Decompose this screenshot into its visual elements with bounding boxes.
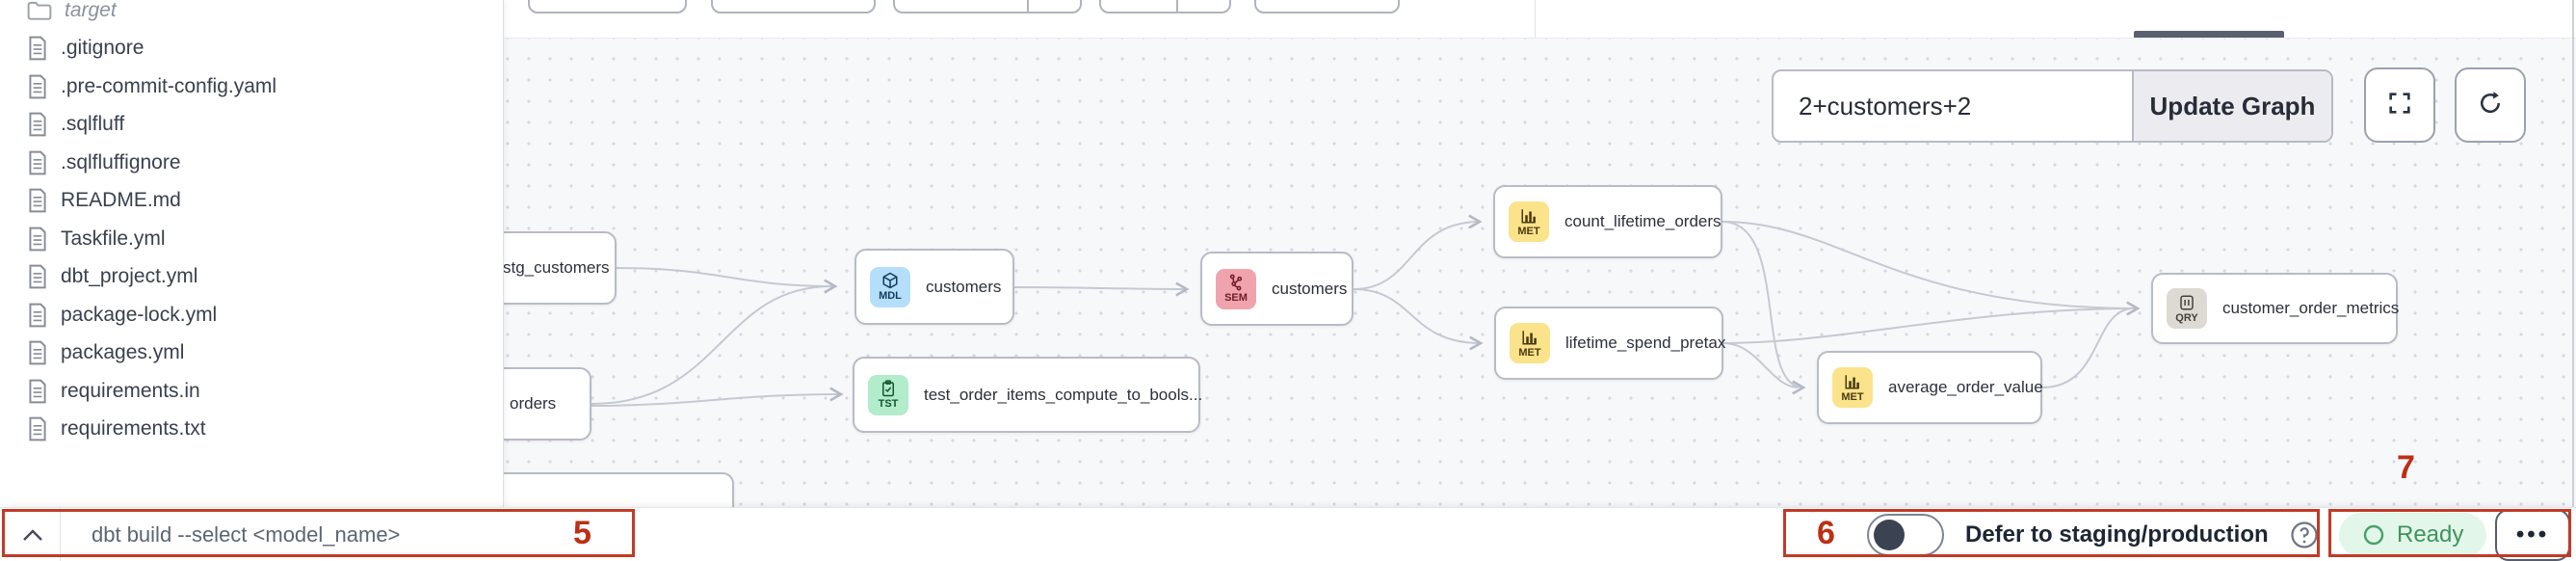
node-label: customer_order_metrics (2222, 299, 2400, 317)
defer-toggle[interactable] (1867, 514, 1944, 556)
file-row[interactable]: package-lock.yml (0, 296, 503, 334)
lineage-node-customers-model[interactable]: MDL customers (854, 249, 1014, 325)
file-row[interactable]: .sqlfluff (0, 106, 503, 145)
lineage-selector-input[interactable]: 2+customers+2 (1774, 71, 2132, 141)
node-label: lifetime_spend_pretax (1565, 334, 1726, 352)
lineage-node-average-order-value[interactable]: MET average_order_value (1817, 351, 2043, 424)
chevron-up-icon (23, 529, 42, 541)
semantic-graph-icon: SEM (1216, 268, 1256, 309)
file-icon (29, 416, 46, 441)
node-label: stg_customers (503, 258, 610, 277)
file-row[interactable]: dbt_project.yml (0, 258, 503, 297)
command-input[interactable]: dbt build --select <model_name> (92, 522, 401, 547)
file-row[interactable]: .gitignore (0, 30, 503, 68)
file-icon (29, 379, 46, 404)
refresh-button[interactable] (2455, 67, 2526, 143)
file-row-target-folder[interactable]: target (0, 0, 503, 30)
fullscreen-button[interactable] (2364, 67, 2435, 143)
node-label: customers (1272, 279, 1348, 298)
file-icon (29, 150, 46, 175)
collapse-command-bar-button[interactable] (13, 508, 52, 561)
lineage-node-count-lifetime-orders[interactable]: MET count_lifetime_orders (1493, 185, 1722, 258)
node-label: test_order_items_compute_to_bools... (924, 385, 1203, 404)
status-badge-ready[interactable]: Ready (2339, 513, 2487, 557)
edge-semantic-to-count (1353, 214, 1483, 290)
edge-average-to-metrics (2041, 307, 2133, 388)
query-icon: QRY (2167, 288, 2207, 329)
status-circle-icon (2363, 524, 2384, 546)
file-icon (29, 74, 46, 99)
defer-control-group: Defer to staging/production (1867, 508, 2319, 561)
toggle-knob (1874, 520, 1905, 550)
metric-chart-icon: MET (1510, 323, 1550, 363)
help-icon[interactable] (2290, 521, 2319, 549)
node-label: orders (510, 394, 557, 413)
update-graph-button[interactable]: Update Graph (2132, 71, 2331, 141)
lineage-node-customer-order-metrics[interactable]: QRY customer_order_metrics (2151, 273, 2400, 344)
node-label: customers (926, 277, 1002, 296)
file-row[interactable]: .pre-commit-config.yaml (0, 67, 503, 106)
edge-lifetime-to-metrics (1722, 307, 2132, 344)
edge-lifetime-to-average (1722, 342, 1799, 388)
overflow-menu-button[interactable]: ••• (2495, 509, 2570, 561)
edge-semantic-to-lifetime (1353, 288, 1484, 351)
file-list: target .gitignore .pre-commit-config.yam… (0, 0, 503, 448)
metric-chart-icon: MET (1509, 201, 1549, 242)
metric-chart-icon: MET (1832, 367, 1873, 408)
file-row[interactable]: packages.yml (0, 334, 503, 373)
lineage-node-lifetime-spend-pretax[interactable]: MET lifetime_spend_pretax (1494, 307, 1726, 380)
panel-right-edge (2572, 0, 2574, 561)
edge-count-to-metrics (1722, 221, 2141, 316)
file-row[interactable]: .sqlfluffignore (0, 144, 503, 182)
toolbar-button-divider (1027, 0, 1029, 13)
selector-value: 2+customers+2 (1799, 91, 1972, 120)
file-icon (29, 340, 46, 365)
toolbar-section-divider (1535, 0, 1536, 38)
file-row[interactable]: requirements.in (0, 372, 503, 411)
file-explorer-sidebar: target .gitignore .pre-commit-config.yam… (0, 0, 504, 507)
file-row[interactable]: Taskfile.yml (0, 220, 503, 258)
edge-stg-customers-to-customers (616, 267, 838, 294)
toolbar-cutoff-button[interactable] (1099, 0, 1231, 13)
lineage-selector-group: 2+customers+2 Update Graph (1772, 69, 2333, 143)
toolbar-cutoff-button[interactable] (893, 0, 1082, 13)
folder-icon (27, 1, 52, 20)
defer-label: Defer to staging/production (1965, 521, 2269, 548)
command-bar: dbt build --select <model_name> Defer to… (0, 507, 2576, 561)
node-label: average_order_value (1888, 378, 2043, 396)
toolbar-button-divider (1176, 0, 1178, 13)
edge-orders-to-customers (591, 285, 831, 405)
active-tab-underline (2134, 31, 2284, 38)
file-row[interactable]: README.md (0, 182, 503, 221)
toolbar-cutoff-button[interactable] (528, 0, 687, 13)
lineage-node-customers-semantic[interactable]: SEM customers (1200, 252, 1354, 326)
edge-count-to-average (1722, 221, 1806, 395)
file-icon (29, 264, 46, 289)
test-clipboard-icon: TST (868, 374, 908, 415)
toolbar-cutoff-button[interactable] (711, 0, 876, 13)
file-icon (29, 227, 46, 252)
file-icon (29, 303, 46, 328)
refresh-icon (2477, 90, 2504, 121)
ellipsis-icon: ••• (2515, 521, 2550, 548)
command-bar-divider (60, 508, 61, 561)
edge-model-to-semantic (1013, 281, 1190, 297)
toolbar-cutoff-button[interactable] (1254, 0, 1400, 13)
file-row[interactable]: requirements.txt (0, 411, 503, 449)
model-cube-icon: MDL (870, 266, 910, 307)
fullscreen-icon (2386, 90, 2413, 121)
file-icon (29, 188, 46, 213)
file-icon (29, 112, 46, 137)
node-label: count_lifetime_orders (1564, 212, 1722, 230)
edge-orders-to-test (591, 387, 844, 407)
lineage-node-test-order-items[interactable]: TST test_order_items_compute_to_bools... (853, 357, 1203, 433)
file-icon (29, 36, 46, 61)
